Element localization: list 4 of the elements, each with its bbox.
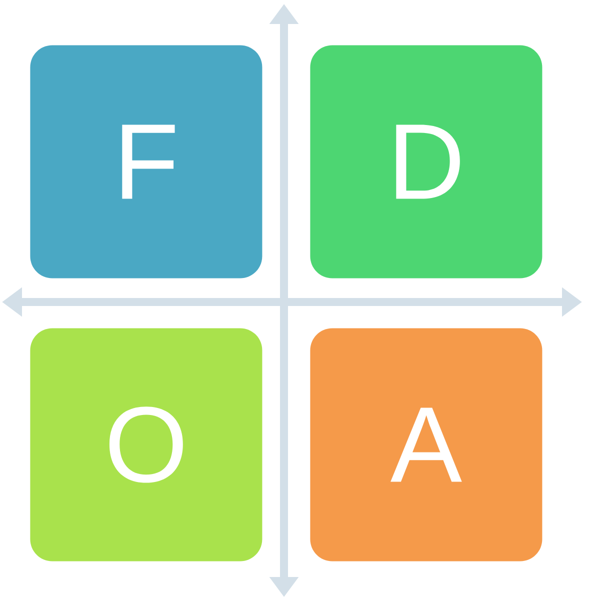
letter-box: D (310, 45, 542, 278)
letter-box: F (30, 45, 262, 278)
letter-box: O (30, 328, 262, 562)
letter-box: A (310, 328, 542, 562)
